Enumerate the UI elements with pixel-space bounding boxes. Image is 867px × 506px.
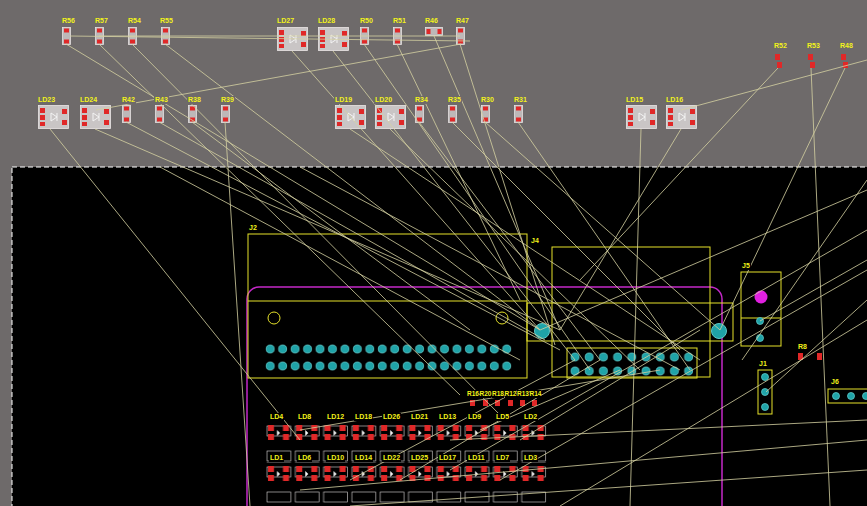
- pad-row: [568, 350, 696, 378]
- led-array: [266, 421, 549, 503]
- reference-designator: R18: [492, 390, 504, 398]
- reference-designator: R48: [839, 42, 854, 50]
- led-footprint: [627, 106, 657, 129]
- reference-designator: LD3: [523, 454, 538, 462]
- smd-pad-group: [470, 54, 848, 406]
- reference-designator: J1: [758, 360, 768, 368]
- reference-designator: LD9: [467, 413, 482, 421]
- reference-designator: R51: [392, 17, 407, 25]
- reference-designator: LD10: [326, 454, 345, 462]
- reference-designator: R16: [467, 390, 479, 398]
- reference-designator: LD5: [495, 413, 510, 421]
- resistor-footprint: [482, 106, 490, 123]
- reference-designator: R13: [517, 390, 529, 398]
- resistor-footprint: [222, 106, 230, 123]
- resistor-footprint: [515, 106, 523, 123]
- reference-designator: LD18: [354, 413, 373, 421]
- reference-designator: LD15: [625, 96, 644, 104]
- reference-designator: R20: [480, 390, 492, 398]
- reference-designator: LD19: [334, 96, 353, 104]
- reference-designator: LD14: [354, 454, 373, 462]
- reference-designator: R50: [359, 17, 374, 25]
- reference-designator: LD22: [382, 454, 401, 462]
- reference-designator: LD8: [297, 413, 312, 421]
- reference-designator: LD4: [269, 413, 284, 421]
- reference-designator: LD20: [374, 96, 393, 104]
- reference-designator: R55: [159, 17, 174, 25]
- resistor-footprint: [449, 106, 457, 123]
- board-area: [12, 167, 867, 506]
- resistor-footprint: [123, 106, 131, 123]
- reference-designator: LD25: [410, 454, 429, 462]
- reference-designator: R8: [797, 343, 808, 351]
- reference-designator: LD26: [382, 413, 401, 421]
- reference-designator: R57: [94, 17, 109, 25]
- reference-designator: LD27: [276, 17, 295, 25]
- reference-designator: LD17: [438, 454, 457, 462]
- reference-designator: R46: [424, 17, 439, 25]
- resistor-footprint: [63, 28, 71, 45]
- resistor-footprint: [426, 28, 443, 36]
- pad-group: [757, 318, 867, 411]
- reference-designator: J4: [530, 237, 540, 245]
- reference-designator: R34: [414, 96, 429, 104]
- reference-designator: LD11: [467, 454, 486, 462]
- reference-designator: LD6: [297, 454, 312, 462]
- reference-designator: J5: [741, 262, 751, 270]
- reference-designator: R52: [773, 42, 788, 50]
- reference-designator: R30: [480, 96, 495, 104]
- reference-designator: R35: [447, 96, 462, 104]
- reference-designator: R14: [530, 390, 542, 398]
- pad: [755, 291, 768, 304]
- reference-designator: LD23: [37, 96, 56, 104]
- reference-designator: R31: [513, 96, 528, 104]
- reference-designator: LD12: [326, 413, 345, 421]
- reference-designator: R12: [505, 390, 517, 398]
- led-footprint: [667, 106, 697, 129]
- reference-designator: LD24: [79, 96, 98, 104]
- reference-designator: LD13: [438, 413, 457, 421]
- pad-row: [264, 343, 513, 372]
- footprint-group: [39, 28, 697, 129]
- reference-designator: J2: [248, 224, 258, 232]
- reference-designator: LD16: [665, 96, 684, 104]
- reference-designator: R53: [806, 42, 821, 50]
- led-footprint: [39, 106, 69, 129]
- led-footprint: [81, 106, 111, 129]
- reference-designator: J6: [830, 378, 840, 386]
- reference-designator: LD1: [269, 454, 284, 462]
- reference-designator: R56: [61, 17, 76, 25]
- ratsnest-line: [50, 36, 867, 506]
- reference-designator: R47: [455, 17, 470, 25]
- reference-designator: R38: [187, 96, 202, 104]
- reference-designator: LD21: [410, 413, 429, 421]
- reference-designator: LD7: [495, 454, 510, 462]
- reference-designator: R43: [154, 96, 169, 104]
- reference-designator: LD2: [523, 413, 538, 421]
- resistor-footprint: [156, 106, 164, 123]
- reference-designator: R54: [127, 17, 142, 25]
- reference-designator: R42: [121, 96, 136, 104]
- board-outline: [247, 287, 722, 506]
- mounting-hole: [712, 324, 727, 339]
- reference-designator: R39: [220, 96, 235, 104]
- reference-designator: LD28: [317, 17, 336, 25]
